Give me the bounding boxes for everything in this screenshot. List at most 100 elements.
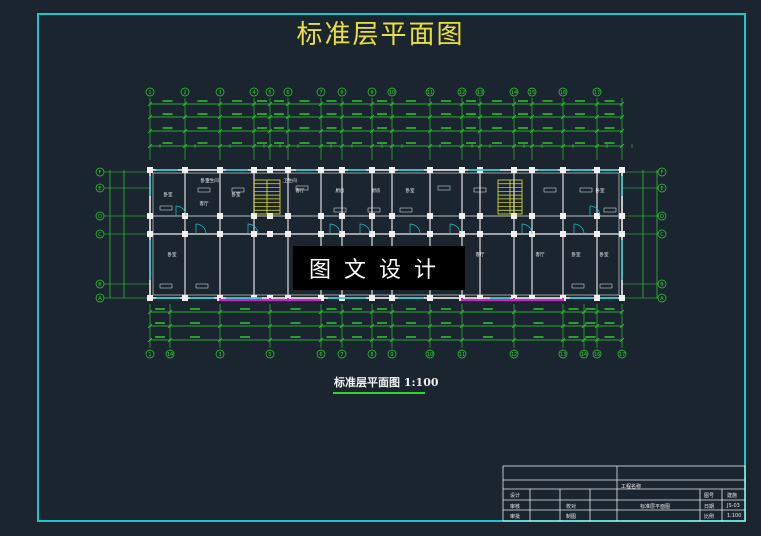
plan-caption: 标准层平面图 1:100 [334, 376, 439, 389]
title-block [502, 465, 746, 522]
column [147, 213, 153, 219]
tick-top [511, 114, 517, 120]
tick-bottom [594, 309, 600, 315]
sheet-frame [37, 13, 746, 522]
axis-label-top: 1 [148, 90, 151, 96]
tb-project-label: 工程名称 [621, 484, 642, 490]
room-label-7: 厨房 [372, 187, 381, 194]
column [560, 167, 566, 173]
door-swing-6 [521, 223, 533, 235]
tick-bottom [594, 323, 600, 329]
axis-bubble-top [509, 87, 519, 97]
room-tag-6 [399, 207, 413, 213]
axis-label-side: B [660, 282, 664, 288]
tick-top [318, 101, 324, 107]
tick-top [529, 143, 535, 149]
tick-bottom [147, 337, 153, 343]
tick-top [477, 114, 483, 120]
axis-label-top: 10 [389, 90, 395, 96]
axis-label-top: 13 [477, 90, 483, 96]
room-tag-7 [437, 185, 451, 191]
axis-label-side: A [98, 296, 102, 302]
tb-row-approve: 审批 [510, 514, 521, 520]
tick-top [369, 128, 375, 134]
axis-label-top: 16 [560, 90, 566, 96]
axis-label-bottom: 1 [148, 352, 151, 358]
axis-label-top: 2 [183, 90, 186, 96]
column [147, 167, 153, 173]
axis-label-top: 5 [268, 90, 271, 96]
tick-bottom [459, 337, 465, 343]
axis-bubble-top [558, 87, 568, 97]
axis-bubble-bottom [265, 349, 275, 359]
tick-bottom [560, 309, 566, 315]
axis-label-side: E [98, 186, 101, 192]
tick-bottom [318, 323, 324, 329]
axis-label-side: F [99, 170, 102, 176]
balcony-3 [269, 298, 321, 301]
axis-label-top: 17 [594, 90, 600, 96]
tb-row-scale: 比例 [704, 514, 715, 520]
tb-row-check: 校对 [566, 504, 577, 510]
column [594, 231, 600, 237]
room-tag-4 [333, 207, 347, 213]
axis-label-top: 14 [511, 90, 517, 96]
tick-top [477, 143, 483, 149]
tick-bottom [427, 309, 433, 315]
door-swing-9 [195, 223, 207, 235]
axis-bubble-bottom [425, 349, 435, 359]
room-tag-14 [571, 283, 585, 289]
column [267, 231, 273, 237]
tb-row-design: 设计 [510, 493, 521, 499]
column [318, 231, 324, 237]
tick-top [339, 114, 345, 120]
column [339, 213, 345, 219]
door-swing-3 [359, 223, 371, 235]
axis-label-top: 8 [340, 90, 343, 96]
tick-top [594, 114, 600, 120]
room-label-13: 卧室 [168, 251, 177, 258]
tick-top [217, 143, 223, 149]
axis-label-bottom: 17 [619, 352, 625, 358]
tick-top [251, 143, 257, 149]
tick-bottom [581, 337, 587, 343]
tb-row-draw: 制图 [566, 514, 577, 520]
drawing-title: 标准层平面图 [296, 20, 465, 50]
tick-top [477, 101, 483, 107]
tb-row-review: 审核 [510, 504, 521, 510]
column [529, 295, 535, 301]
column [427, 295, 433, 301]
door-swing-5 [449, 223, 461, 235]
column [369, 167, 375, 173]
axis-label-top: 4 [252, 90, 255, 96]
tick-top [267, 143, 273, 149]
column [594, 213, 600, 219]
room-tag-13 [195, 283, 209, 289]
column [285, 231, 291, 237]
axis-label-top: 7 [319, 90, 322, 96]
tick-bottom [167, 309, 173, 315]
tick-top [560, 128, 566, 134]
axis-label-bottom: 10 [427, 352, 433, 358]
tick-top [560, 143, 566, 149]
tick-top [560, 101, 566, 107]
column [267, 167, 273, 173]
tick-top [529, 128, 535, 134]
column [619, 231, 625, 237]
axis-bubble-bottom [367, 349, 377, 359]
column [285, 213, 291, 219]
axis-label-bottom: 11 [459, 352, 465, 358]
axis-label-side: F [661, 170, 664, 176]
tick-bottom [339, 309, 345, 315]
tick-top [389, 114, 395, 120]
column [594, 167, 600, 173]
axis-bubble-top [475, 87, 485, 97]
column [459, 231, 465, 237]
column [594, 295, 600, 301]
tick-top [459, 114, 465, 120]
room-label-3: 卧室 [232, 191, 241, 198]
axis-label-bottom: 8 [370, 352, 373, 358]
tick-top [339, 143, 345, 149]
axis-bubble-top [215, 87, 225, 97]
tick-bottom [459, 309, 465, 315]
